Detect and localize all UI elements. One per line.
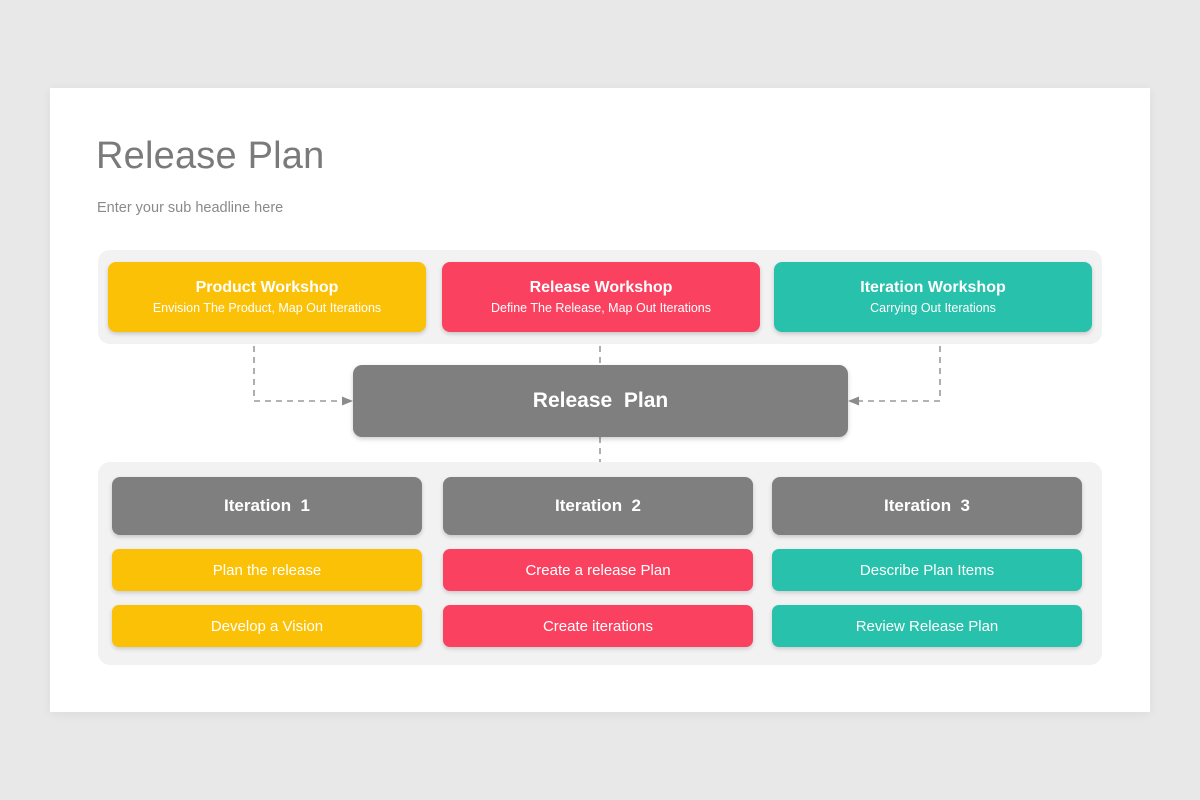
connector-right-arrowhead-icon (848, 396, 859, 406)
workshop-card-iteration[interactable]: Iteration Workshop Carrying Out Iteratio… (774, 262, 1092, 332)
workshop-card-release[interactable]: Release Workshop Define The Release, Map… (442, 262, 760, 332)
page-title: Release Plan (96, 135, 325, 177)
iteration-column-3: Iteration 3 Describe Plan Items Review R… (772, 477, 1082, 647)
release-plan-box[interactable]: Release Plan (353, 365, 848, 437)
iteration-item-label: Create iterations (542, 617, 654, 635)
iteration-header[interactable]: Iteration 3 (772, 477, 1082, 535)
iteration-column-1: Iteration 1 Plan the release Develop a V… (112, 477, 422, 647)
workshop-card-title: Iteration Workshop (860, 278, 1006, 296)
workshop-card-title: Release Workshop (529, 278, 673, 296)
iteration-item[interactable]: Create iterations (443, 605, 753, 647)
workshop-card-product[interactable]: Product Workshop Envision The Product, M… (108, 262, 426, 332)
iteration-item-label: Describe Plan Items (859, 561, 995, 579)
iteration-header-label: Iteration 3 (884, 496, 970, 515)
iteration-column-2: Iteration 2 Create a release Plan Create… (443, 477, 753, 647)
workshop-card-subtitle: Define The Release, Map Out Iterations (490, 300, 712, 315)
slide-canvas: Release Plan Enter your sub headline her… (50, 88, 1150, 712)
iteration-item-label: Plan the release (212, 561, 322, 579)
iteration-item-label: Develop a Vision (210, 617, 324, 635)
release-plan-label: Release Plan (532, 389, 669, 412)
workshop-card-subtitle: Envision The Product, Map Out Iterations (152, 300, 382, 315)
iteration-item[interactable]: Create a release Plan (443, 549, 753, 591)
page-subtitle: Enter your sub headline here (97, 200, 284, 216)
iteration-item[interactable]: Review Release Plan (772, 605, 1082, 647)
iteration-item[interactable]: Plan the release (112, 549, 422, 591)
iteration-header-label: Iteration 2 (555, 496, 641, 515)
workshop-card-title: Product Workshop (195, 278, 339, 296)
iteration-item-label: Review Release Plan (855, 617, 999, 635)
iteration-item-label: Create a release Plan (525, 561, 671, 579)
workshop-card-subtitle: Carrying Out Iterations (870, 300, 996, 315)
iteration-item[interactable]: Develop a Vision (112, 605, 422, 647)
iteration-header[interactable]: Iteration 1 (112, 477, 422, 535)
iteration-header-label: Iteration 1 (224, 496, 310, 515)
connector-left-arrowhead-icon (342, 396, 353, 406)
iteration-header[interactable]: Iteration 2 (443, 477, 753, 535)
iteration-item[interactable]: Describe Plan Items (772, 549, 1082, 591)
